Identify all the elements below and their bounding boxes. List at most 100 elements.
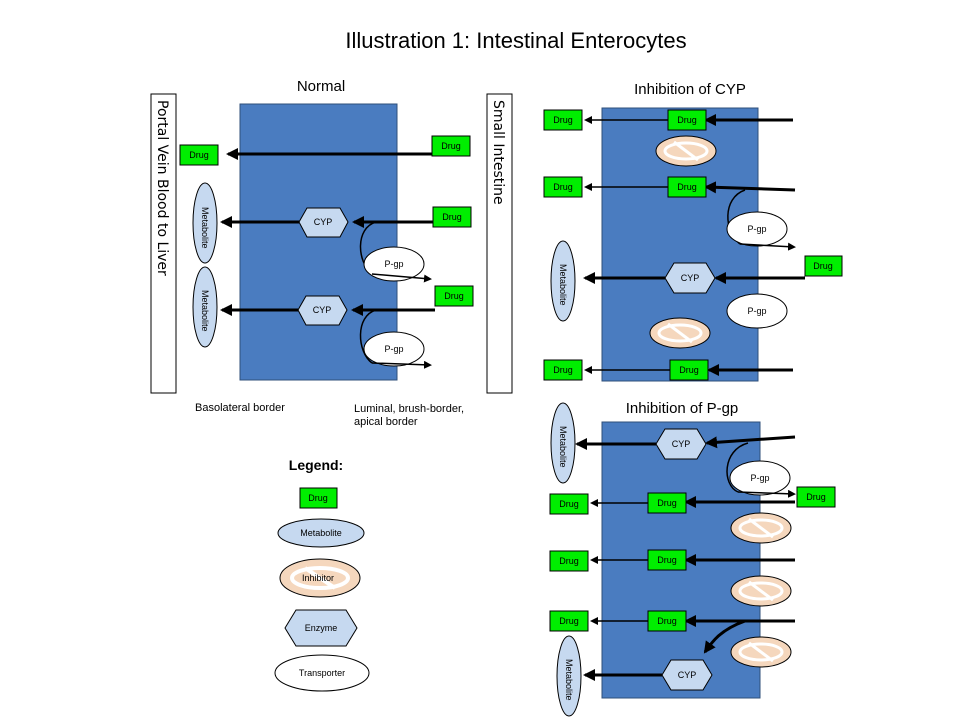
svg-text:P-gp: P-gp (750, 473, 769, 483)
inhibited-cyp (655, 135, 717, 167)
luminal-border-label-2: apical border (354, 416, 418, 428)
svg-text:Drug: Drug (657, 616, 677, 626)
panel-title-inhibition-cyp: Inhibition of CYP (634, 81, 746, 98)
svg-text:CYP: CYP (313, 305, 332, 315)
svg-text:Drug: Drug (559, 499, 579, 509)
svg-text:Drug: Drug (677, 182, 697, 192)
svg-text:Drug: Drug (657, 555, 677, 565)
panel-inhibition-cyp: Inhibition of CYP Drug Drug Drug Drug (543, 81, 843, 382)
pgp-transporter: P-gp (363, 246, 425, 282)
svg-text:CYP: CYP (672, 439, 691, 449)
pgp-transporter: P-gp (363, 331, 425, 367)
drug-box: Drug (549, 610, 589, 632)
svg-text:Drug: Drug (553, 365, 573, 375)
inhibited-pgp (730, 512, 792, 544)
cyp-enzyme: CYP (664, 262, 716, 294)
svg-text:P-gp: P-gp (384, 259, 403, 269)
cyp-enzyme: CYP (655, 428, 707, 460)
svg-text:Drug: Drug (189, 150, 209, 160)
svg-text:CYP: CYP (314, 217, 333, 227)
cyp-enzyme: CYP (297, 295, 348, 326)
svg-text:Drug: Drug (308, 493, 328, 503)
drug-box: Drug (647, 492, 687, 514)
svg-text:Metabolite: Metabolite (200, 207, 210, 249)
drug-box: Drug (179, 144, 219, 166)
svg-text:P-gp: P-gp (747, 306, 766, 316)
svg-text:Drug: Drug (559, 616, 579, 626)
panel-normal: Normal Portal Vein Blood to Liver Small … (150, 78, 513, 428)
portal-vein-label: Portal Vein Blood to Liver (154, 100, 170, 276)
legend-title: Legend: (289, 457, 343, 473)
luminal-border-label-1: Luminal, brush-border, (354, 403, 464, 415)
panel-title-inhibition-pgp: Inhibition of P-gp (626, 400, 739, 417)
arrow-drug-in (704, 181, 796, 194)
metabolite: Metabolite (556, 635, 582, 717)
panel-title-normal: Normal (297, 78, 345, 95)
inhibited-pgp (730, 575, 792, 607)
inhibited-cyp (649, 317, 711, 349)
drug-box: Drug (669, 359, 709, 381)
arrow-efflux-out (371, 360, 432, 369)
drug-box: Drug (434, 285, 474, 307)
svg-text:Metabolite: Metabolite (300, 528, 342, 538)
small-intestine-band (486, 93, 513, 394)
svg-text:Drug: Drug (806, 492, 826, 502)
arrow-efflux-out (739, 242, 796, 251)
portal-vein-band (150, 93, 177, 394)
enterocyte-cell-normal (239, 103, 398, 381)
svg-text:Drug: Drug (441, 141, 461, 151)
arrow-efflux-curve (726, 442, 749, 493)
pgp-transporter: P-gp (726, 293, 788, 329)
arrow-efflux-curve (359, 309, 377, 364)
legend-metabolite: Metabolite (277, 518, 365, 548)
svg-text:Drug: Drug (679, 365, 699, 375)
svg-text:Drug: Drug (559, 556, 579, 566)
basolateral-border-label: Basolateral border (195, 402, 285, 414)
svg-text:Drug: Drug (442, 212, 462, 222)
drug-box: Drug (543, 176, 583, 198)
svg-text:Drug: Drug (444, 291, 464, 301)
arrow-to-cyp-curve (703, 619, 746, 654)
svg-text:Drug: Drug (657, 498, 677, 508)
drug-box: Drug (549, 550, 589, 572)
svg-text:Transporter: Transporter (299, 668, 345, 678)
legend-transporter: Transporter (274, 654, 370, 692)
svg-text:CYP: CYP (681, 273, 700, 283)
metabolite: Metabolite (192, 182, 218, 264)
svg-text:CYP: CYP (678, 670, 697, 680)
cyp-enzyme: CYP (298, 207, 349, 238)
legend: Legend: Drug Metabolite Inhibitor Enzyme… (274, 457, 370, 692)
drug-box: Drug (549, 493, 589, 515)
legend-inhibitor: Inhibitor (279, 558, 361, 598)
drug-box: Drug (804, 255, 843, 277)
svg-text:Inhibitor: Inhibitor (302, 573, 334, 583)
legend-enzyme: Enzyme (284, 609, 358, 647)
arrow-efflux-out (737, 489, 796, 498)
svg-text:Metabolite: Metabolite (558, 426, 568, 468)
small-intestine-label: Small Intestine (490, 100, 506, 205)
arrow-to-cyp (705, 435, 796, 449)
drug-box: Drug (431, 135, 471, 157)
panel-inhibition-pgp: Inhibition of P-gp CYP Metabolite P-gp D… (549, 400, 836, 717)
legend-drug: Drug (299, 487, 338, 509)
drug-box: Drug (667, 109, 707, 131)
inhibited-pgp (730, 636, 792, 668)
drug-box: Drug (796, 486, 836, 508)
drug-box: Drug (543, 359, 583, 381)
page-title: Illustration 1: Intestinal Enterocytes (345, 28, 686, 53)
svg-text:Drug: Drug (553, 182, 573, 192)
svg-text:Metabolite: Metabolite (200, 290, 210, 332)
pgp-transporter: P-gp (729, 460, 791, 496)
metabolite: Metabolite (550, 240, 576, 322)
svg-text:Enzyme: Enzyme (305, 623, 338, 633)
pgp-transporter: P-gp (726, 211, 788, 247)
svg-text:Drug: Drug (553, 115, 573, 125)
drug-box: Drug (667, 176, 707, 198)
svg-text:Metabolite: Metabolite (564, 659, 574, 701)
drug-box: Drug (647, 610, 687, 632)
drug-box: Drug (647, 549, 687, 571)
metabolite: Metabolite (550, 402, 576, 484)
svg-text:Metabolite: Metabolite (558, 264, 568, 306)
svg-text:Drug: Drug (677, 115, 697, 125)
